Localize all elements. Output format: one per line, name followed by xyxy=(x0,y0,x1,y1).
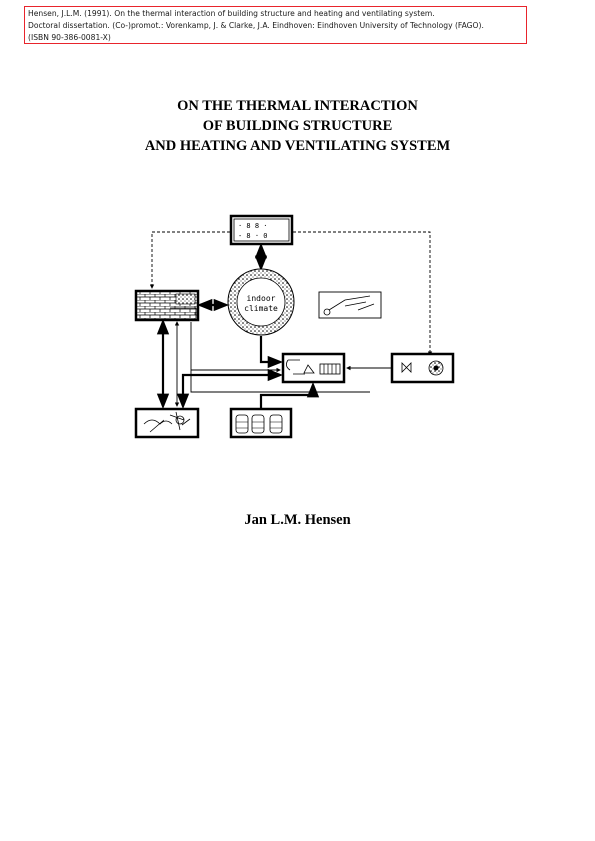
svg-text:· 8 8 ·: · 8 8 · xyxy=(238,222,268,230)
outdoor-climate-box xyxy=(134,407,200,439)
indoor-climate-label-2: climate xyxy=(244,304,278,313)
citation-line-3: (ISBN 90-386-0081-X) xyxy=(28,33,111,42)
controller-box: · 8 8 · - 8 · 0 xyxy=(229,214,294,246)
citation-line-2: Doctoral dissertation. (Co-)promot.: Vor… xyxy=(28,21,484,30)
indoor-climate-circle xyxy=(227,268,295,336)
control-line-left xyxy=(149,231,230,289)
citation-box: Hensen, J.L.M. (1991). On the thermal in… xyxy=(24,6,527,44)
title-line-1: ON THE THERMAL INTERACTION xyxy=(177,98,418,114)
author-name: Jan L.M. Hensen xyxy=(244,512,351,528)
indoor-climate-label-1: indoor xyxy=(247,294,276,303)
svg-text:- 8 · 0: - 8 · 0 xyxy=(238,232,268,240)
heating-system-box xyxy=(281,352,346,384)
title-line-2: OF BUILDING STRUCTURE xyxy=(202,118,393,134)
system-diagram: · 8 8 · - 8 · 0 indoor climate xyxy=(134,214,455,439)
building-structure-box xyxy=(134,289,200,322)
thesis-title: ON THE THERMAL INTERACTION OF BUILDING S… xyxy=(0,96,595,156)
control-line-right xyxy=(293,231,433,356)
citation-line-1: Hensen, J.L.M. (1991). On the thermal in… xyxy=(28,9,435,18)
occupant-box xyxy=(318,291,382,319)
energy-supply-box xyxy=(229,407,293,439)
fan-box xyxy=(390,352,455,384)
title-line-3: AND HEATING AND VENTILATING SYSTEM xyxy=(144,138,451,154)
